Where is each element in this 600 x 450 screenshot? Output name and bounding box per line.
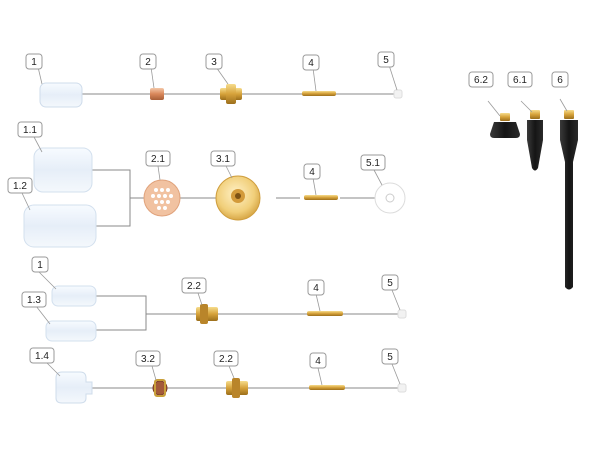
collet-body-2 — [150, 88, 164, 100]
back-cap-long-6 — [560, 110, 578, 290]
gas-lens-screen-3-2 — [152, 379, 168, 397]
brass-disc-3-1 — [215, 175, 261, 221]
svg-text:2: 2 — [145, 57, 151, 68]
label-1-1: 1.1 — [17, 121, 43, 138]
label-2-2-row-4: 2.2 — [213, 350, 239, 367]
glass-nozzle-1-3 — [45, 320, 97, 342]
svg-text:5: 5 — [387, 352, 393, 363]
row-3: 1 1.3 2.2 4 5 — [21, 256, 407, 342]
label-4-row-3: 4 — [307, 279, 325, 296]
svg-text:1: 1 — [37, 260, 43, 271]
glass-nozzle-1-1 — [33, 147, 93, 193]
label-6: 6 — [551, 71, 569, 88]
collet-4-row-2 — [304, 195, 338, 200]
svg-text:3.2: 3.2 — [141, 354, 155, 365]
label-2-1: 2.1 — [145, 150, 171, 167]
svg-text:4: 4 — [313, 283, 319, 294]
svg-text:1.4: 1.4 — [35, 351, 49, 362]
back-cap-short-6-2 — [490, 113, 520, 138]
label-5-row-4: 5 — [381, 348, 399, 365]
svg-text:2.2: 2.2 — [219, 354, 233, 365]
svg-text:6: 6 — [557, 75, 563, 86]
back-caps: 6.2 6.1 6 — [468, 71, 578, 290]
ceramic-diffuser-2-1 — [143, 179, 181, 217]
label-4-row-1: 4 — [302, 54, 320, 71]
label-4-row-4: 4 — [309, 352, 327, 369]
electrode-5-row-4 — [397, 383, 407, 393]
svg-text:3.1: 3.1 — [216, 154, 230, 165]
row-1: 1 2 3 4 5 — [25, 51, 403, 108]
svg-text:6.2: 6.2 — [474, 75, 488, 86]
gas-lens-body-2-2-row-4 — [226, 378, 248, 398]
collet-4-row-1 — [302, 91, 336, 96]
label-2-2-row-3: 2.2 — [181, 277, 207, 294]
label-1: 1 — [25, 53, 43, 70]
electrode-5-row-1 — [393, 89, 403, 99]
svg-text:5.1: 5.1 — [366, 158, 380, 169]
label-2: 2 — [139, 53, 157, 70]
svg-text:2.2: 2.2 — [187, 281, 201, 292]
collet-4-row-4 — [309, 385, 345, 390]
label-1-4: 1.4 — [29, 347, 55, 364]
label-5-row-3: 5 — [381, 274, 399, 291]
label-4-row-2: 4 — [303, 163, 321, 180]
insulator-washer-5-1 — [374, 182, 406, 214]
svg-text:4: 4 — [315, 356, 321, 367]
label-5-row-1: 5 — [377, 51, 395, 68]
label-1-3: 1.3 — [21, 291, 47, 308]
svg-text:5: 5 — [387, 278, 393, 289]
label-6-1: 6.1 — [507, 71, 533, 88]
label-3: 3 — [205, 53, 223, 70]
glass-nozzle-1-row-3 — [51, 285, 97, 307]
label-3-1: 3.1 — [210, 150, 236, 167]
label-1-2: 1.2 — [7, 177, 33, 194]
svg-text:4: 4 — [309, 167, 315, 178]
glass-nozzle-1-2 — [23, 204, 97, 248]
svg-text:1.3: 1.3 — [27, 295, 41, 306]
svg-text:1.1: 1.1 — [23, 125, 37, 136]
svg-text:4: 4 — [308, 58, 314, 69]
label-1-row-3: 1 — [31, 256, 49, 273]
svg-text:1: 1 — [31, 57, 37, 68]
label-3-2: 3.2 — [135, 350, 161, 367]
svg-text:3: 3 — [211, 57, 217, 68]
svg-text:6.1: 6.1 — [513, 75, 527, 86]
row-3-bracket — [96, 295, 147, 331]
back-cap-medium-6-1 — [527, 110, 543, 171]
label-5-1: 5.1 — [360, 154, 386, 171]
svg-text:5: 5 — [383, 55, 389, 66]
svg-text:2.1: 2.1 — [151, 154, 165, 165]
electrode-5-row-3 — [397, 309, 407, 319]
row-4: 1.4 3.2 2.2 4 5 — [29, 347, 407, 404]
row-2: 1.1 1.2 2.1 3.1 4 5.1 — [7, 121, 406, 248]
gas-lens-body-2-2-row-3 — [196, 304, 218, 324]
glass-nozzle-1-4 — [55, 371, 93, 404]
label-6-2: 6.2 — [468, 71, 494, 88]
collet-4-row-3 — [307, 311, 343, 316]
glass-nozzle-1 — [39, 82, 83, 108]
gas-lens-3 — [220, 84, 242, 104]
svg-text:1.2: 1.2 — [13, 181, 27, 192]
